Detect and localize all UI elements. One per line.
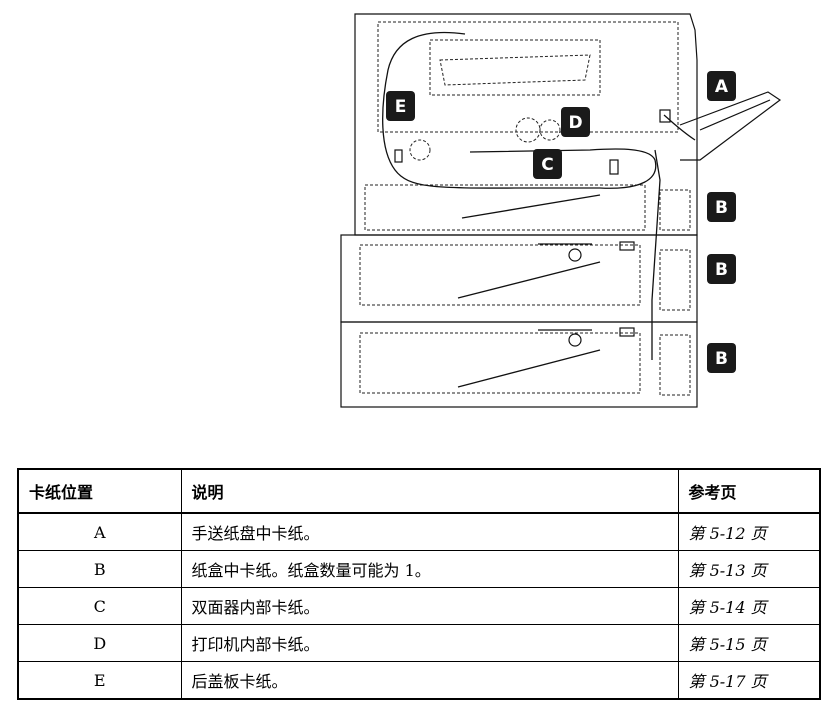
cell-description: 后盖板卡纸。 [180,661,679,700]
cell-position: D [17,624,182,662]
cell-position: A [17,512,182,551]
printer-jam-diagram: A B B B C D E [340,13,782,408]
table-row: A 手送纸盘中卡纸。 第 5-12 页 [17,512,821,551]
cell-description: 手送纸盘中卡纸。 [180,512,679,551]
label-d: D [561,107,590,137]
header-description: 说明 [180,468,679,514]
cell-page-link[interactable]: 第 5-12 页 [677,512,821,551]
svg-text:C: C [541,155,553,175]
cell-description: 纸盒中卡纸。纸盒数量可能为 1。 [180,550,679,588]
cell-page-link[interactable]: 第 5-15 页 [677,624,821,662]
cell-description: 打印机内部卡纸。 [180,624,679,662]
table-row: C 双面器内部卡纸。 第 5-14 页 [17,587,821,625]
cell-position: B [17,550,182,588]
cell-position: C [17,587,182,625]
paper-path-lines [382,31,696,388]
svg-text:D: D [568,113,582,133]
table-row: D 打印机内部卡纸。 第 5-15 页 [17,624,821,662]
label-b-1: B [707,192,736,222]
table-row: B 纸盒中卡纸。纸盒数量可能为 1。 第 5-13 页 [17,550,821,588]
header-reference-page: 参考页 [677,468,821,514]
svg-text:B: B [715,260,728,280]
cell-page-link[interactable]: 第 5-14 页 [677,587,821,625]
label-a: A [707,71,736,101]
printer-body [340,13,782,408]
label-b-3: B [707,343,736,373]
cell-position: E [17,661,182,700]
svg-text:A: A [715,77,729,97]
jam-location-table: 卡纸位置 说明 参考页 A 手送纸盘中卡纸。 第 5-12 页 B 纸盒中卡纸。… [17,468,821,700]
header-position: 卡纸位置 [17,468,182,514]
cell-page-link[interactable]: 第 5-17 页 [677,661,821,700]
label-e: E [386,91,415,121]
label-c: C [533,149,562,179]
svg-text:B: B [715,349,728,369]
cell-page-link[interactable]: 第 5-13 页 [677,550,821,588]
svg-text:B: B [715,198,728,218]
table-row: E 后盖板卡纸。 第 5-17 页 [17,661,821,700]
svg-text:E: E [395,97,407,117]
table-header-row: 卡纸位置 说明 参考页 [17,468,821,514]
cell-description: 双面器内部卡纸。 [180,587,679,625]
label-b-2: B [707,254,736,284]
